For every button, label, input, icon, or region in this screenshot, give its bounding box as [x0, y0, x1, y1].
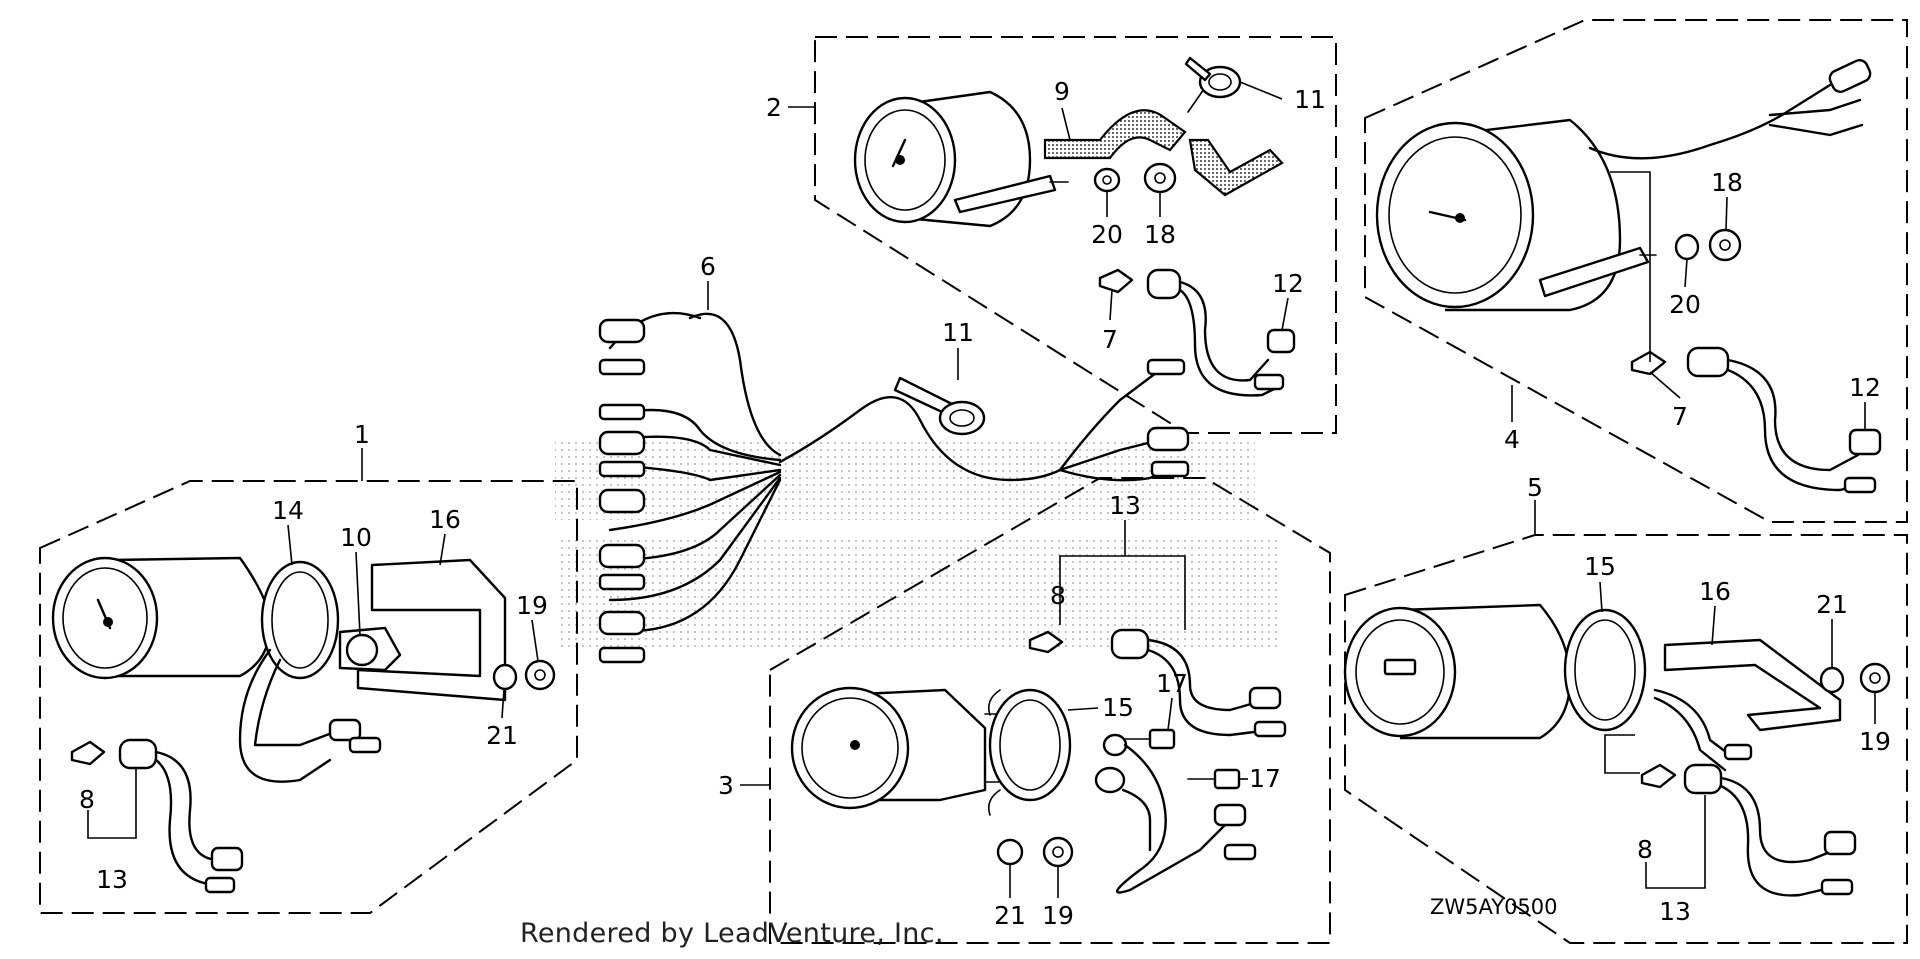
callout-5: 5	[1527, 473, 1543, 502]
callout-13: 13	[1109, 491, 1141, 520]
callout-14: 14	[272, 496, 304, 525]
callout-10: 10	[340, 523, 372, 552]
socket-harness-13[interactable]	[118, 738, 244, 894]
assembly-box-4	[1364, 19, 1908, 523]
callout-9: 9	[1054, 77, 1070, 106]
callout-3: 3	[718, 771, 734, 800]
callout-16: 16	[429, 505, 461, 534]
socket-harness-13[interactable]	[1110, 628, 1287, 738]
callout-15: 15	[1584, 552, 1616, 581]
callout-12: 12	[1272, 269, 1304, 298]
assembly-box-3	[740, 477, 1331, 944]
assembly-box-2	[788, 36, 1337, 434]
callout-19: 19	[1859, 727, 1891, 756]
callout-21: 21	[1816, 590, 1848, 619]
mounting-bracket-16[interactable]	[1663, 638, 1842, 732]
rendered-by-credit: Rendered by LeadVenture, Inc.	[520, 918, 944, 949]
callout-6: 6	[700, 252, 716, 281]
washer-20[interactable]	[1674, 233, 1700, 261]
gauge-bezel-ring[interactable]	[1563, 608, 1647, 732]
callout-21: 21	[994, 901, 1026, 930]
harness-clip[interactable]	[893, 376, 986, 436]
callout-17: 17	[1156, 669, 1188, 698]
gauge-3[interactable]	[790, 686, 1001, 810]
callout-1: 1	[354, 420, 370, 449]
washer-21[interactable]	[1819, 666, 1845, 694]
socket-harness-13[interactable]	[1683, 763, 1857, 897]
bulb-8[interactable]	[70, 740, 106, 766]
callout-7: 7	[1102, 325, 1118, 354]
hose-clip[interactable]	[1184, 56, 1242, 99]
gauge-4[interactable]	[1375, 58, 1873, 312]
mounting-bracket-16[interactable]	[356, 558, 507, 702]
bracket-clamp-10[interactable]	[338, 626, 402, 672]
gauge-2[interactable]	[853, 90, 1069, 228]
diagram-code: ZW5AY0500	[1430, 895, 1558, 919]
bulb-8[interactable]	[1028, 630, 1064, 654]
callout-18: 18	[1144, 220, 1176, 249]
assembly-box-5	[1343, 500, 1908, 944]
gauge-bezel-ring[interactable]	[260, 560, 340, 680]
gauge-bezel-ring[interactable]	[988, 688, 1072, 802]
wire-harness-6[interactable]	[598, 311, 1190, 664]
gauge-5[interactable]	[1343, 603, 1596, 740]
gauge-1[interactable]	[51, 556, 291, 680]
ground-harness[interactable]	[1094, 733, 1257, 894]
washer-21[interactable]	[996, 838, 1024, 866]
callout-8: 8	[1637, 835, 1653, 864]
callout-16: 16	[1699, 577, 1731, 606]
callout-19: 19	[516, 591, 548, 620]
callout-18: 18	[1711, 168, 1743, 197]
callout-11: 11	[942, 318, 974, 347]
pitot-hose[interactable]	[1043, 79, 1284, 197]
callout-labels: 1 2 3 4 5 6 7 7 8 8 8 9 10 11 11 12 12 1…	[79, 77, 1891, 930]
callout-4: 4	[1504, 425, 1520, 454]
callout-7: 7	[1672, 402, 1688, 431]
bulb-7[interactable]	[1098, 268, 1134, 294]
callout-11: 11	[1294, 85, 1326, 114]
bulb-7[interactable]	[1630, 350, 1667, 376]
socket-harness-12[interactable]	[1686, 346, 1882, 494]
bolt-17[interactable]	[1119, 728, 1176, 750]
callout-15: 15	[1102, 693, 1134, 722]
washer-21[interactable]	[492, 663, 518, 691]
callout-20: 20	[1669, 290, 1701, 319]
callout-20: 20	[1091, 220, 1123, 249]
callout-12: 12	[1849, 373, 1881, 402]
callout-13: 13	[96, 865, 128, 894]
socket-harness-12[interactable]	[1146, 268, 1296, 397]
callout-8: 8	[1050, 581, 1066, 610]
bulb-8[interactable]	[1640, 763, 1677, 789]
callout-2: 2	[766, 93, 782, 122]
callout-21: 21	[486, 721, 518, 750]
callout-19: 19	[1042, 901, 1074, 930]
callout-17: 17	[1249, 764, 1281, 793]
bolt-17[interactable]	[1187, 768, 1241, 790]
callout-13: 13	[1659, 897, 1691, 926]
assembly-box-1	[39, 448, 578, 914]
callout-8: 8	[79, 785, 95, 814]
